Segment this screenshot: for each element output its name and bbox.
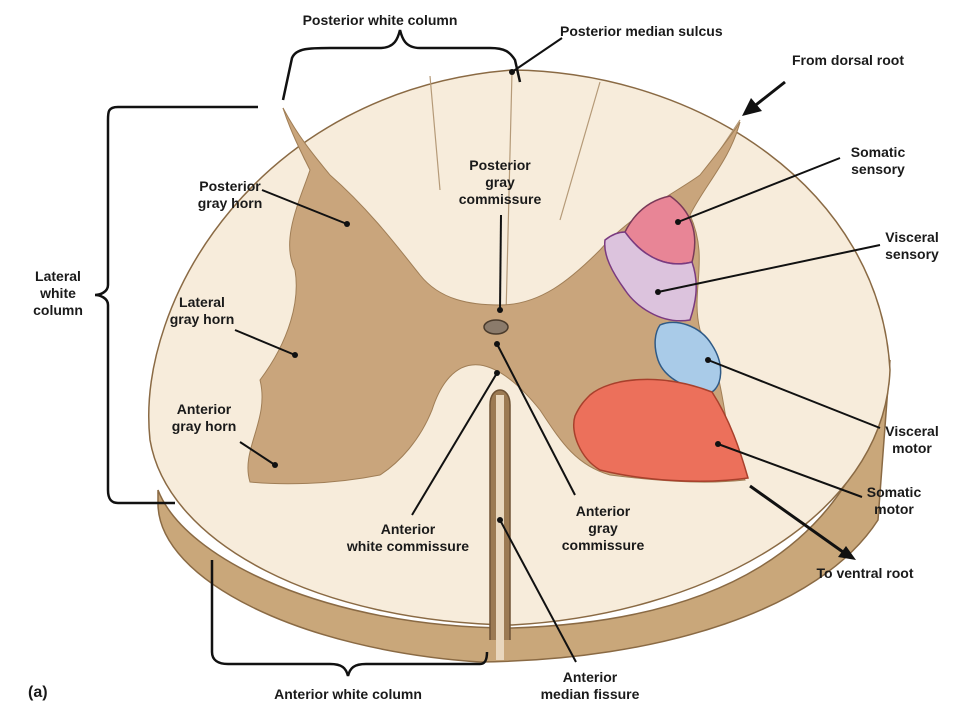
lateral-white-column-bracket [94,105,258,505]
label-visceral-motor: Visceral motor [885,423,939,456]
label-posterior-gray-commissure: Posterior gray commissure [458,157,542,207]
leader-anterior-median-fissure [499,519,577,663]
leader-posterior-gray-horn [261,189,348,225]
brackets [94,29,522,677]
label-lateral-gray-horn: Lateral gray horn [169,294,235,327]
label-posterior-white-column: Posterior white column [302,12,458,28]
label-to-ventral-root: To ventral root [816,565,914,581]
leader-lines [234,37,881,663]
leader-anterior-white-commissure [411,372,498,516]
label-anterior-white-column: Anterior white column [274,686,422,702]
label-posterior-median-sulcus: Posterior median sulcus [560,23,723,39]
label-anterior-median-fissure: Anterior median fissure [540,669,640,702]
leader-visceral-sensory [657,244,881,293]
leader-somatic-sensory [677,157,841,223]
leader-dots [272,69,721,523]
from-dorsal-root-arrow [751,80,786,110]
spinal-cord-section [148,69,891,663]
visceral-sensory-zone [604,231,697,322]
label-posterior-gray-horn: Posterior gray horn [197,178,263,211]
leader-anterior-gray-horn [239,441,276,466]
leader-posterior-median-sulcus [511,37,563,73]
anterior-white-column-bracket [210,560,489,677]
label-anterior-gray-commissure: Anterior gray commissure [561,503,645,553]
somatic-motor-zone [573,378,749,483]
label-from-dorsal-root: From dorsal root [792,52,905,68]
to-ventral-root-arrow [749,484,844,554]
label-lateral-white-column: Lateral white column [33,268,83,318]
leader-posterior-gray-commissure [499,214,502,311]
label-somatic-motor: Somatic motor [866,484,922,517]
label-somatic-sensory: Somatic sensory [850,144,906,177]
leader-visceral-motor [707,359,881,429]
arrows [742,80,856,560]
posterior-white-column-bracket [281,29,522,101]
label-anterior-white-commissure: Anterior white commissure [346,521,470,554]
central-canal [483,319,509,335]
leader-anterior-gray-commissure [496,343,576,496]
posterior-septum-lines [282,71,741,316]
anterior-median-fissure-gap [496,395,504,660]
label-anterior-gray-horn: Anterior gray horn [171,401,237,434]
leader-somatic-motor [717,443,863,498]
to-ventral-root-arrowhead [838,546,856,560]
panel-label: (a) [28,684,48,701]
leader-lateral-gray-horn [234,329,296,356]
label-visceral-sensory: Visceral sensory [885,229,939,262]
from-dorsal-root-arrowhead [742,98,762,116]
